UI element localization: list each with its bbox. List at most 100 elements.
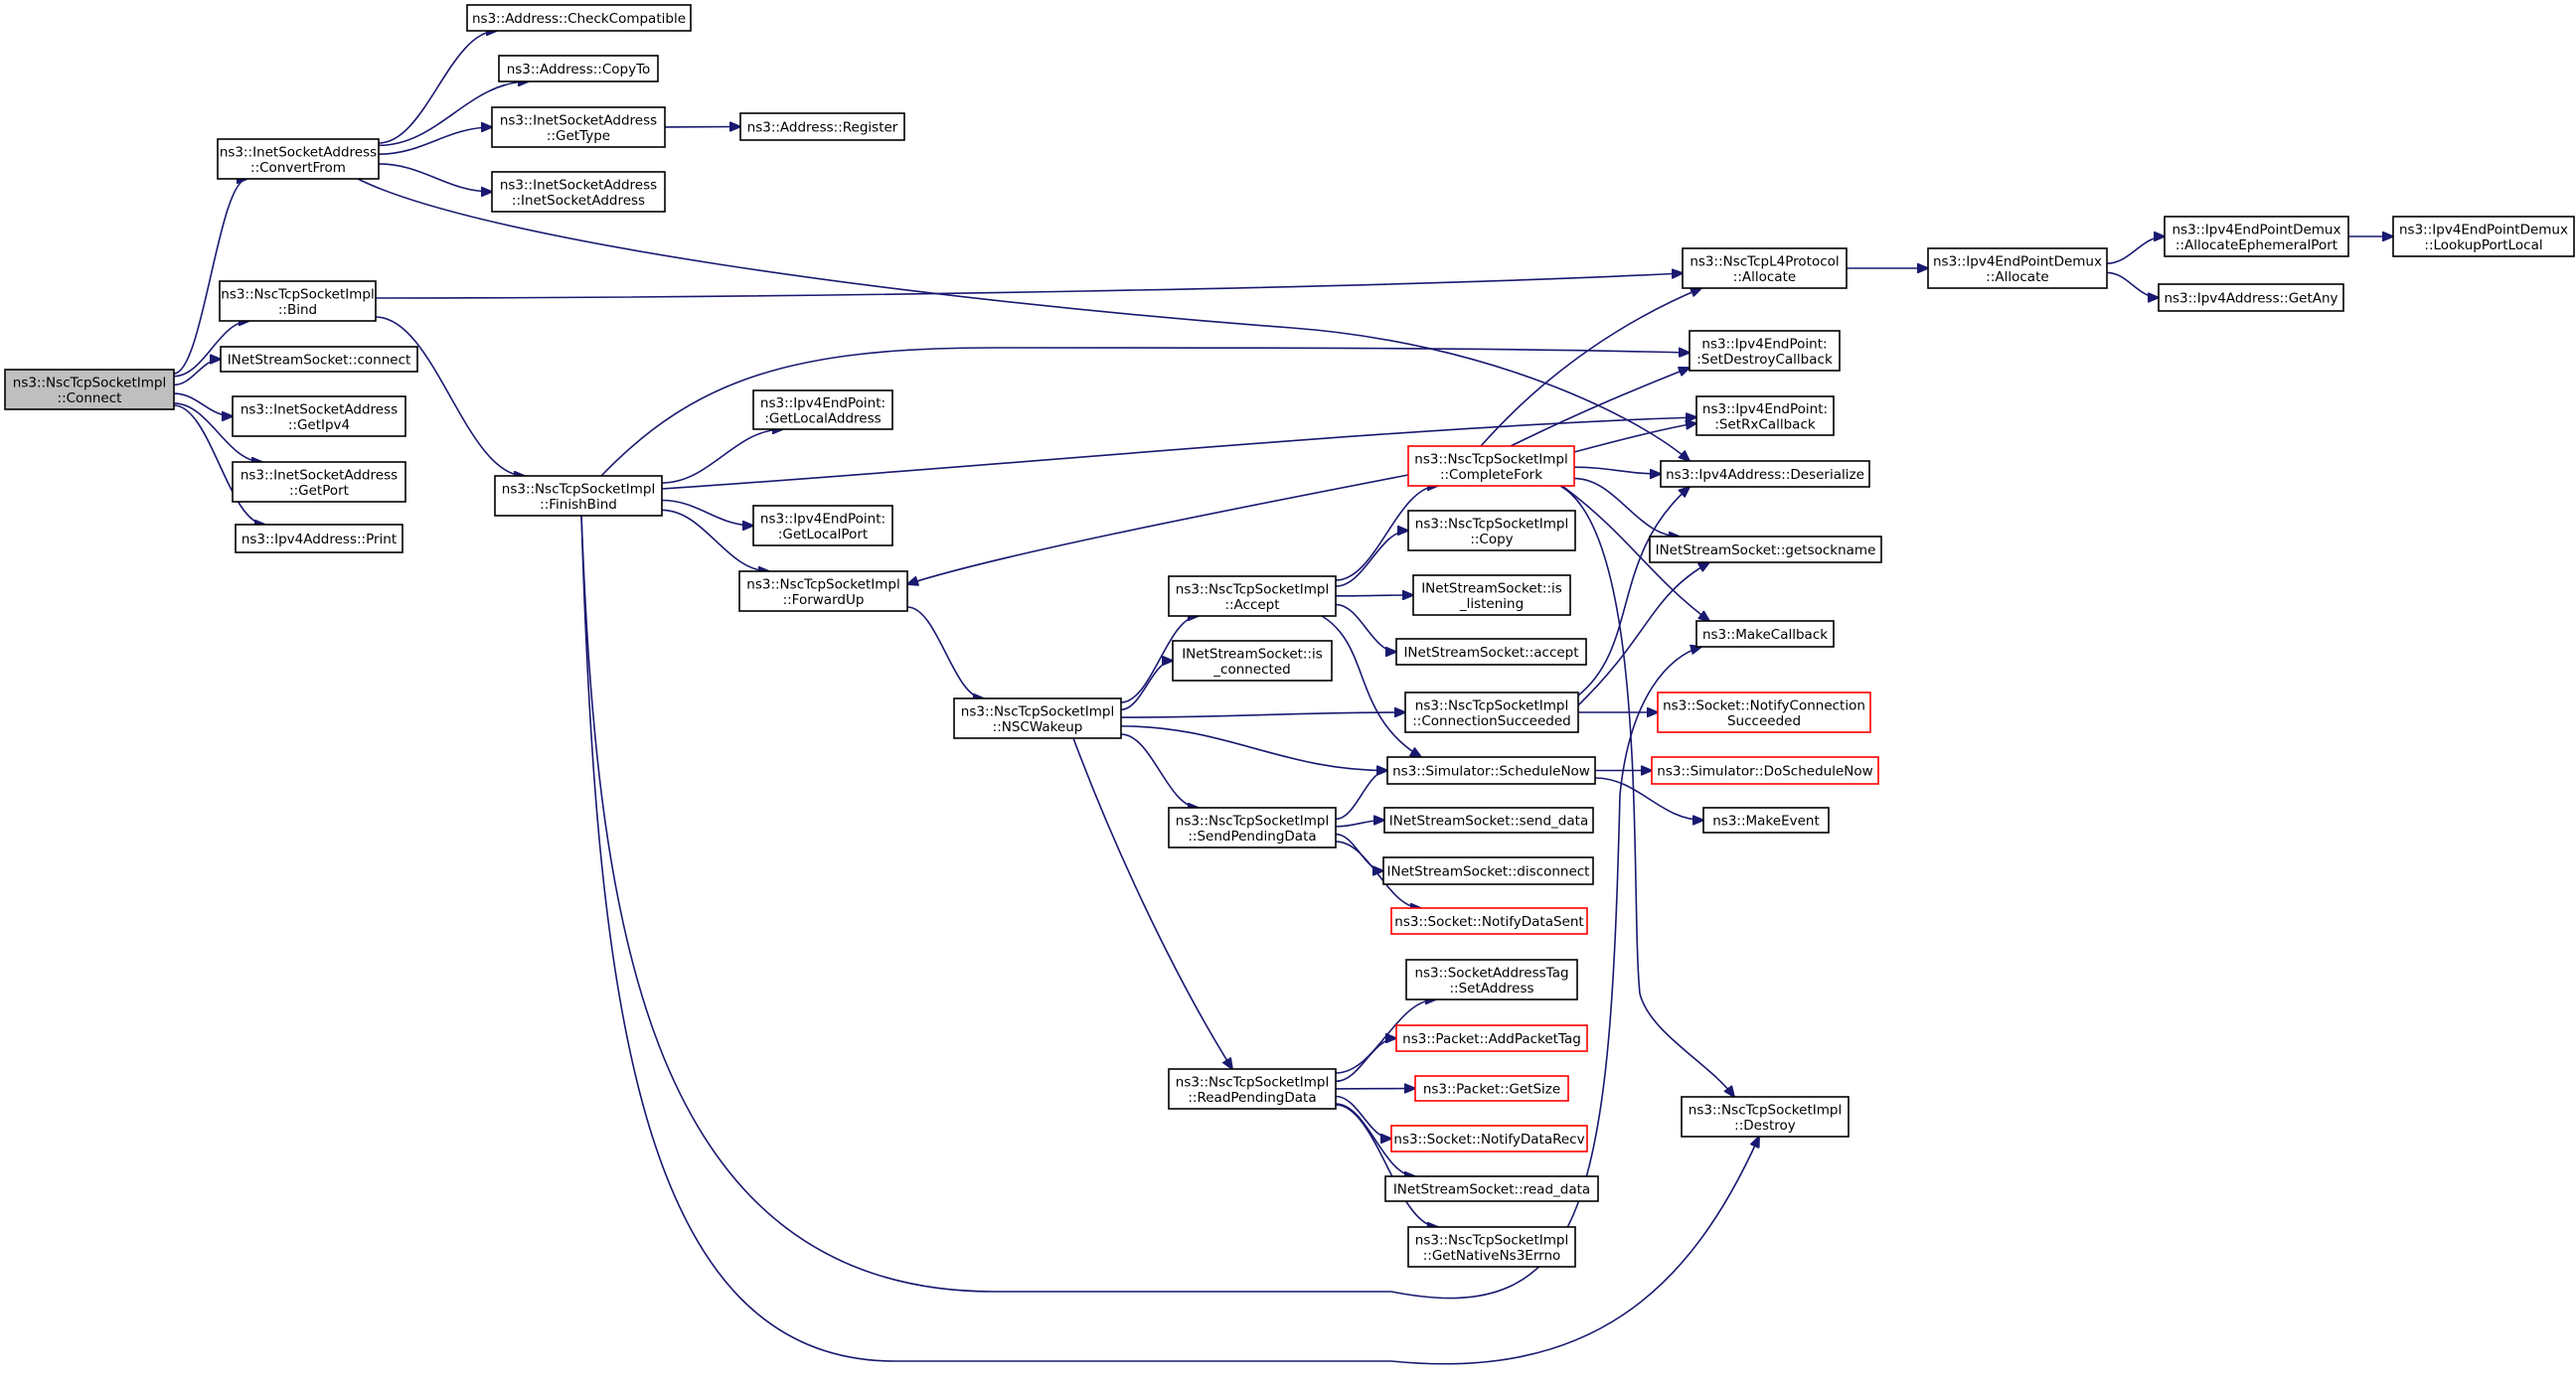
node-finishbind[interactable]: ns3::NscTcpSocketImpl::FinishBind <box>494 475 663 517</box>
node-box[interactable] <box>1404 691 1579 733</box>
node-doschedulenow[interactable]: ns3::Simulator::DoScheduleNow <box>1651 756 1879 785</box>
node-box[interactable] <box>1407 1226 1576 1268</box>
node-box[interactable] <box>1390 907 1588 935</box>
node-getsockname[interactable]: INetStreamSocket::getsockname <box>1649 536 1882 563</box>
node-connect-root[interactable]: ns3::NscTcpSocketImpl::Connect <box>4 369 175 410</box>
node-inetsockaddr[interactable]: ns3::InetSocketAddress::InetSocketAddres… <box>491 171 666 213</box>
node-allocephemeral[interactable]: ns3::Ipv4EndPointDemux::AllocateEphemera… <box>2164 216 2349 257</box>
node-box[interactable] <box>1695 395 1835 436</box>
node-getipv4[interactable]: ns3::InetSocketAddress::GetIpv4 <box>232 395 406 437</box>
node-schedulenow[interactable]: ns3::Simulator::ScheduleNow <box>1386 756 1596 785</box>
node-convertfrom[interactable]: ns3::InetSocketAddress::ConvertFrom <box>217 138 380 180</box>
node-box[interactable] <box>752 389 893 430</box>
node-box[interactable] <box>2164 216 2349 257</box>
node-box[interactable] <box>498 55 659 82</box>
node-box[interactable] <box>1414 1075 1569 1102</box>
node-box[interactable] <box>466 4 692 32</box>
node-box[interactable] <box>219 280 377 322</box>
node-getsize[interactable]: ns3::Packet::GetSize <box>1414 1075 1569 1102</box>
node-box[interactable] <box>1405 959 1578 1000</box>
node-box[interactable] <box>1407 510 1576 551</box>
node-accept-impl[interactable]: ns3::NscTcpSocketImpl::Accept <box>1168 575 1337 617</box>
node-box[interactable] <box>217 138 380 180</box>
node-makeevent[interactable]: ns3::MakeEvent <box>1702 807 1830 834</box>
node-copyto[interactable]: ns3::Address::CopyTo <box>498 55 659 82</box>
node-box[interactable] <box>1383 807 1594 834</box>
node-connsucceeded[interactable]: ns3::NscTcpSocketImpl::ConnectionSucceed… <box>1404 691 1579 733</box>
node-destroy[interactable]: ns3::NscTcpSocketImpl::Destroy <box>1681 1096 1850 1138</box>
node-is-listening[interactable]: INetStreamSocket::is_listening <box>1412 574 1571 616</box>
node-box[interactable] <box>1927 247 2108 289</box>
node-box[interactable] <box>1412 574 1571 616</box>
node-gettype[interactable]: ns3::InetSocketAddress::GetType <box>491 106 666 148</box>
node-box[interactable] <box>1168 807 1337 848</box>
node-box[interactable] <box>1651 756 1879 785</box>
node-box[interactable] <box>1682 247 1848 289</box>
node-inet-accept[interactable]: INetStreamSocket::accept <box>1395 638 1587 666</box>
node-getport[interactable]: ns3::InetSocketAddress::GetPort <box>232 461 406 503</box>
node-setaddress[interactable]: ns3::SocketAddressTag::SetAddress <box>1405 959 1578 1000</box>
node-disconnect[interactable]: INetStreamSocket::disconnect <box>1382 856 1594 885</box>
node-box[interactable] <box>1681 1096 1850 1138</box>
node-box[interactable] <box>738 570 908 612</box>
node-lookupportlocal[interactable]: ns3::Ipv4EndPointDemux::LookupPortLocal <box>2392 216 2575 257</box>
node-box[interactable] <box>491 106 666 148</box>
node-box[interactable] <box>235 524 403 553</box>
node-getlocalport[interactable]: ns3::Ipv4EndPoint::GetLocalPort <box>752 505 893 546</box>
node-box[interactable] <box>739 112 905 141</box>
node-completefork[interactable]: ns3::NscTcpSocketImpl::CompleteFork <box>1407 445 1575 487</box>
node-box[interactable] <box>1172 640 1333 682</box>
node-getlocaladdr[interactable]: ns3::Ipv4EndPoint::GetLocalAddress <box>752 389 893 430</box>
node-forwardup[interactable]: ns3::NscTcpSocketImpl::ForwardUp <box>738 570 908 612</box>
node-getany[interactable]: ns3::Ipv4Address::GetAny <box>2158 283 2344 312</box>
node-box[interactable] <box>232 395 406 437</box>
node-box[interactable] <box>1168 575 1337 617</box>
node-box[interactable] <box>1386 756 1596 785</box>
node-getnativeerrno[interactable]: ns3::NscTcpSocketImpl::GetNativeNs3Errno <box>1407 1226 1576 1268</box>
node-box[interactable] <box>1649 536 1882 563</box>
node-box[interactable] <box>953 697 1122 739</box>
node-inet-connect[interactable]: INetStreamSocket::connect <box>220 346 418 373</box>
node-box[interactable] <box>1695 620 1835 648</box>
node-checkcompat[interactable]: ns3::Address::CheckCompatible <box>466 4 692 32</box>
node-box[interactable] <box>2392 216 2575 257</box>
node-box[interactable] <box>752 505 893 546</box>
node-box[interactable] <box>232 461 406 503</box>
node-box[interactable] <box>494 475 663 517</box>
node-box[interactable] <box>1395 1024 1588 1052</box>
node-box[interactable] <box>1702 807 1830 834</box>
node-box[interactable] <box>1168 1068 1337 1110</box>
node-makecallback[interactable]: ns3::MakeCallback <box>1695 620 1835 648</box>
node-setrxcb[interactable]: ns3::Ipv4EndPoint::SetRxCallback <box>1695 395 1835 436</box>
node-setdestroycb[interactable]: ns3::Ipv4EndPoint::SetDestroyCallback <box>1689 330 1841 372</box>
node-notifydatasent[interactable]: ns3::Socket::NotifyDataSent <box>1390 907 1588 935</box>
node-addpackettag[interactable]: ns3::Packet::AddPacketTag <box>1395 1024 1588 1052</box>
node-deserialize[interactable]: ns3::Ipv4Address::Deserialize <box>1660 460 1870 488</box>
node-demuxallocate[interactable]: ns3::Ipv4EndPointDemux::Allocate <box>1927 247 2108 289</box>
node-box[interactable] <box>1657 691 1871 733</box>
node-print[interactable]: ns3::Ipv4Address::Print <box>235 524 403 553</box>
node-read-data[interactable]: INetStreamSocket::read_data <box>1384 1175 1599 1202</box>
node-register[interactable]: ns3::Address::Register <box>739 112 905 141</box>
node-box[interactable] <box>2158 283 2344 312</box>
node-box[interactable] <box>1390 1125 1588 1152</box>
node-box[interactable] <box>491 171 666 213</box>
node-box[interactable] <box>1384 1175 1599 1202</box>
node-box[interactable] <box>1395 638 1587 666</box>
node-notifydatarecv[interactable]: ns3::Socket::NotifyDataRecv <box>1390 1125 1588 1152</box>
node-box[interactable] <box>220 346 418 373</box>
node-box[interactable] <box>1407 445 1575 487</box>
node-box[interactable] <box>4 369 175 410</box>
node-bind[interactable]: ns3::NscTcpSocketImpl::Bind <box>219 280 377 322</box>
node-box[interactable] <box>1689 330 1841 372</box>
node-readpending[interactable]: ns3::NscTcpSocketImpl::ReadPendingData <box>1168 1068 1337 1110</box>
node-sendpending[interactable]: ns3::NscTcpSocketImpl::SendPendingData <box>1168 807 1337 848</box>
node-box[interactable] <box>1382 856 1594 885</box>
node-nscwakeup[interactable]: ns3::NscTcpSocketImpl::NSCWakeup <box>953 697 1122 739</box>
node-box[interactable] <box>1660 460 1870 488</box>
node-send-data[interactable]: INetStreamSocket::send_data <box>1383 807 1594 834</box>
node-l4allocate[interactable]: ns3::NscTcpL4Protocol::Allocate <box>1682 247 1848 289</box>
node-copy[interactable]: ns3::NscTcpSocketImpl::Copy <box>1407 510 1576 551</box>
node-is-connected[interactable]: INetStreamSocket::is_connected <box>1172 640 1333 682</box>
